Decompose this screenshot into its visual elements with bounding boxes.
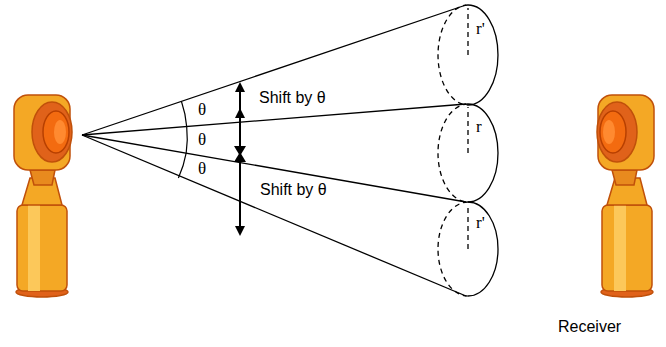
angle-label: θ (196, 131, 208, 149)
radius-label: r (474, 118, 484, 136)
radius-label: r' (474, 214, 487, 232)
angle-label: θ (196, 101, 208, 119)
shift-label: Shift by θ (258, 181, 329, 199)
device-label: Receiver (556, 318, 623, 336)
angle-label: θ (196, 160, 208, 178)
shift-label: Shift by θ (257, 89, 328, 107)
radius-label: r' (474, 20, 487, 38)
